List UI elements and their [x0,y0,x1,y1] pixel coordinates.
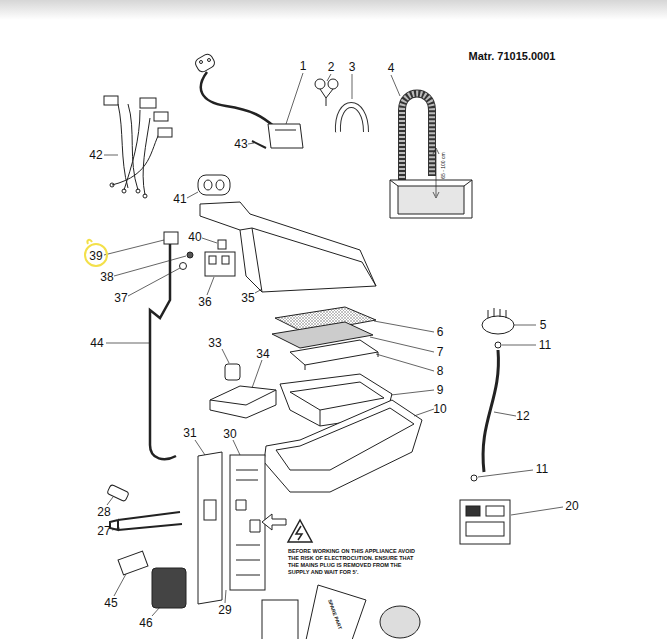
callout-number: 12 [516,410,529,422]
callout-number: 4 [388,62,395,74]
callout-number: 38 [100,271,113,283]
callout-number: 37 [114,292,127,304]
callout-number: 36 [198,296,211,308]
callout-number: 20 [565,500,578,512]
callout-number: 31 [183,427,196,439]
callout-number: 45 [104,597,117,609]
callout-number: 28 [97,506,110,518]
callout-number: 2 [328,61,335,73]
callout-number: 7 [437,346,444,358]
callout-number: 46 [139,617,152,629]
callout-number: 27 [97,525,110,537]
callout-number: 39 [89,250,102,262]
callout-number: 40 [188,231,201,243]
callout-number: 43 [234,138,247,150]
callout-number: 41 [173,193,186,205]
callout-number: 9 [437,384,444,396]
callout-number: 30 [223,428,236,440]
callout-number: 42 [89,149,102,161]
callout-number: 34 [256,348,269,360]
callout-number: 11 [539,339,551,351]
warning-note: BEFORE WORKING ON THIS APPLIANCE AVOID T… [288,548,416,576]
callout-number: 11 [536,463,548,475]
label-text: 65 - 100 cm [441,152,446,178]
callout-number: 3 [349,61,356,73]
callout-number: 33 [208,337,221,349]
callout-number: 6 [437,326,444,338]
callout-number: 10 [433,403,446,415]
callout-number: 8 [437,365,444,377]
callout-number: 1 [300,60,307,72]
callout-number: 29 [218,604,231,616]
callout-number: 5 [540,319,547,331]
callout-number: 35 [241,292,254,304]
label-text: Matr. 71015.0001 [469,51,556,62]
callout-number: 44 [90,337,103,349]
